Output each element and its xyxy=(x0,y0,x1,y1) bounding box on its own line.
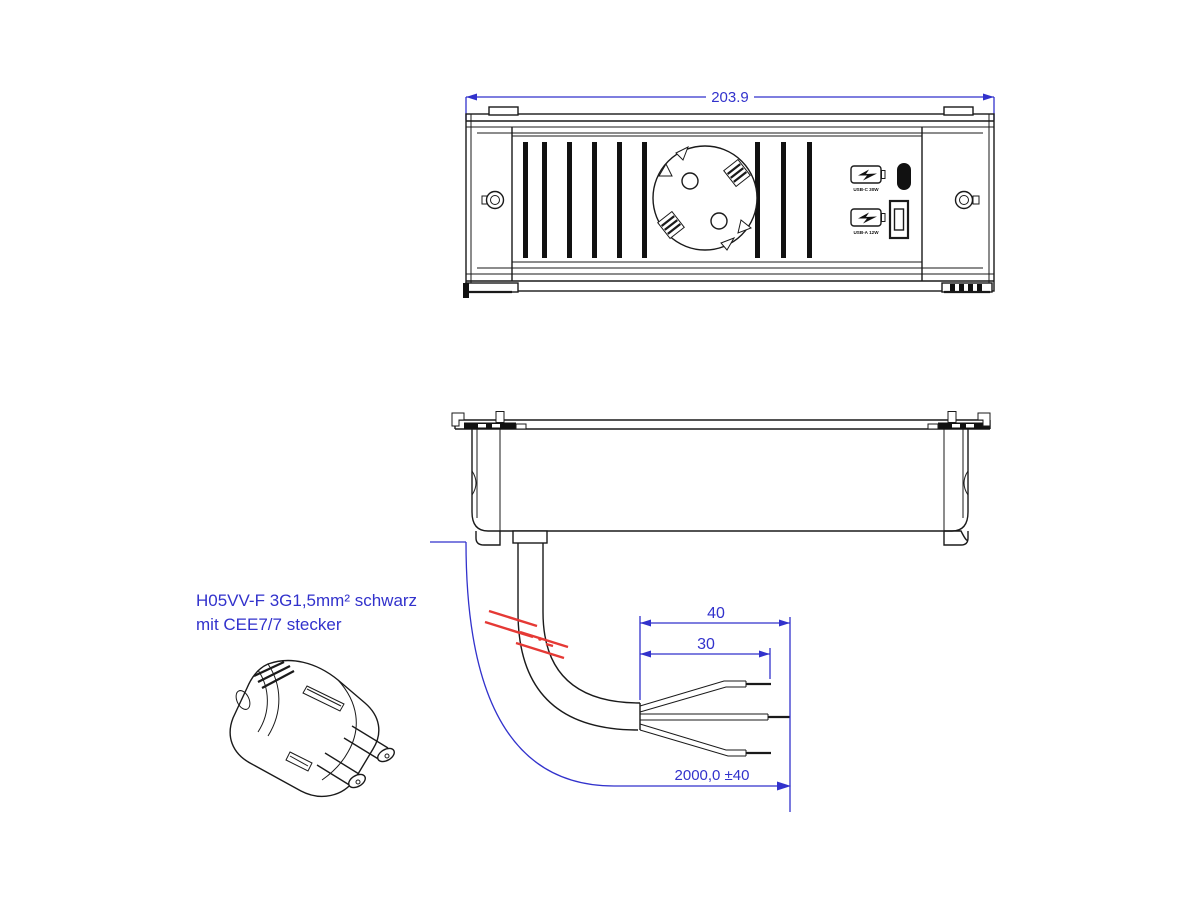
cable-length-value: 2000,0 ±40 xyxy=(675,767,750,784)
wire-top xyxy=(639,680,771,713)
side-notch-right xyxy=(963,470,969,496)
usb-section: USB-C 30W USB-A 12W xyxy=(850,163,911,240)
earth-contact-bottom xyxy=(657,210,685,240)
rim-notch xyxy=(658,162,673,177)
rim-notch xyxy=(737,219,752,234)
wire-bottom xyxy=(639,723,771,757)
bottom-clip-right xyxy=(941,282,993,294)
clamp-bracket-right xyxy=(927,411,991,430)
cee77-plug xyxy=(229,659,395,798)
plug-pin-bottom xyxy=(316,752,366,789)
side-view xyxy=(451,411,991,546)
dimension-strip-30: 30 xyxy=(640,636,771,679)
cable-dimensions: 2000,0 ±40 40 30 xyxy=(430,541,791,812)
side-body xyxy=(471,429,969,532)
cable xyxy=(484,543,790,757)
usb-c-battery-icon xyxy=(850,165,886,184)
mount-tab-right xyxy=(943,106,974,116)
rim-notch xyxy=(675,145,689,161)
rim-notch xyxy=(720,237,736,251)
usb-a-label: USB-A 12W xyxy=(853,230,879,235)
bottom-clip-left xyxy=(463,282,519,298)
cable-gland xyxy=(512,530,548,544)
side-notch-left xyxy=(471,470,477,496)
clamp-bracket-left xyxy=(451,411,527,430)
foot-right xyxy=(943,530,969,546)
foot-left xyxy=(475,531,501,546)
strip-30-value: 30 xyxy=(697,636,715,653)
earth-contact-top xyxy=(723,158,751,188)
screw-left xyxy=(481,190,505,210)
dimension-arc xyxy=(465,541,615,787)
socket-pin-hole xyxy=(681,172,699,190)
overall-width-value: 203.9 xyxy=(711,89,749,106)
plug-grip-slot xyxy=(302,685,345,712)
mount-tab-left xyxy=(488,106,519,116)
usb-a-battery-icon xyxy=(850,208,886,227)
plug-pin-top xyxy=(343,725,395,763)
plug-bottom-notch xyxy=(285,751,313,772)
socket-pin-hole xyxy=(710,212,728,230)
strip-40-value: 40 xyxy=(707,605,725,622)
usb-c-label: USB-C 30W xyxy=(853,187,879,192)
dimension-overall-width: 203.9 xyxy=(465,89,995,120)
cable-spec: H05VV-F 3G1,5mm² schwarz mit CEE7/7 stec… xyxy=(196,591,417,634)
usb-a-port xyxy=(888,199,910,240)
cable-break-mark xyxy=(484,609,569,660)
cable-spec-line1: H05VV-F 3G1,5mm² schwarz xyxy=(196,591,417,610)
cable-spec-line2: mit CEE7/7 stecker xyxy=(196,615,342,634)
schuko-socket xyxy=(652,145,758,251)
front-view: 203.9 xyxy=(463,89,995,298)
wire-middle xyxy=(640,713,790,721)
dimension-strip-40: 40 xyxy=(639,605,790,700)
screw-right xyxy=(954,190,980,210)
plug-back-oval xyxy=(235,690,251,710)
housing-frame xyxy=(463,106,995,298)
usb-c-port xyxy=(897,163,911,190)
